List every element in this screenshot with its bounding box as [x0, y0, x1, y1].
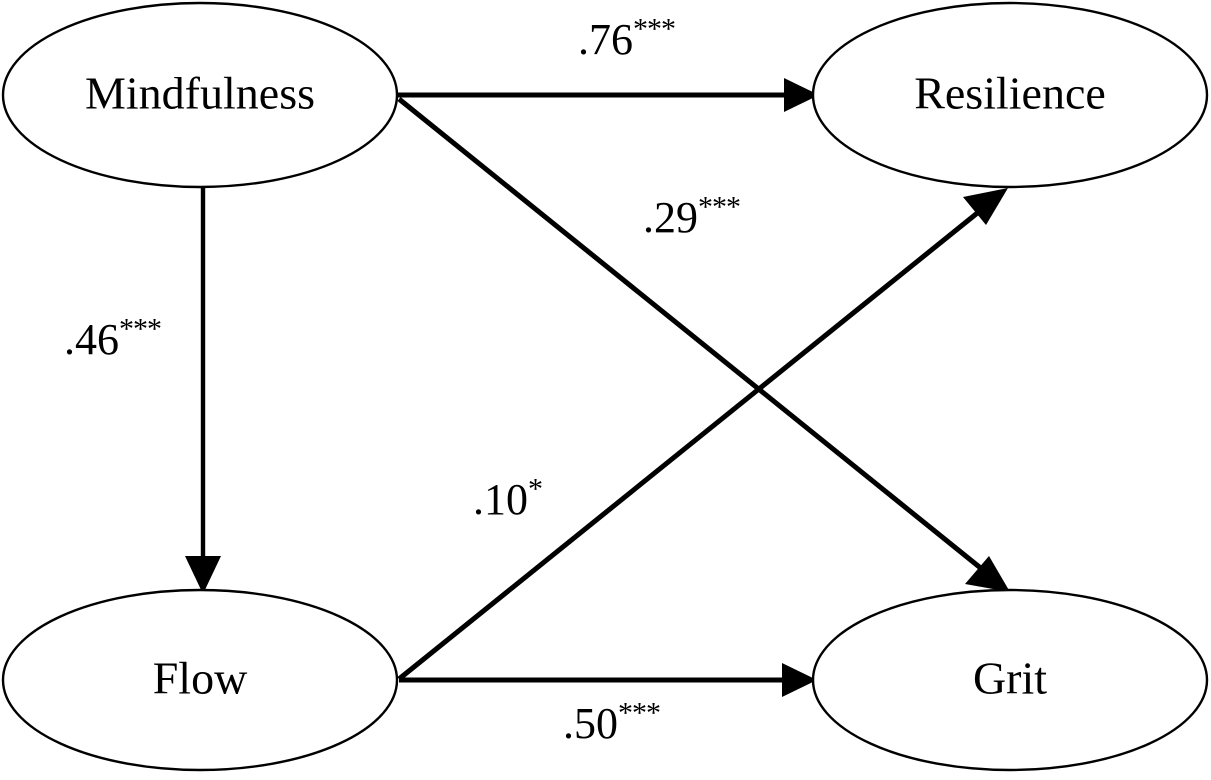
coefficient-label-flow-grit: .50*** — [563, 698, 661, 748]
path-mindfulness-to-grit — [397, 97, 1010, 592]
node-mindfulness[interactable]: Mindfulness — [1, 1, 399, 189]
node-ellipse-mindfulness[interactable] — [1, 1, 399, 189]
path-flow-to-resilience — [397, 188, 1008, 681]
node-grit[interactable]: Grit — [811, 588, 1209, 772]
node-flow[interactable]: Flow — [1, 588, 399, 772]
node-label-mindfulness: Mindfulness — [85, 68, 315, 119]
significance-stars-flow-grit: *** — [618, 696, 661, 730]
node-ellipse-flow[interactable] — [1, 588, 399, 772]
coefficient-value-flow-resilience: .10 — [473, 475, 528, 524]
arrow-head-resilience-bottom — [963, 188, 1008, 225]
arrow-head-resilience-left — [784, 78, 819, 112]
path-mindfulness-to-resilience — [397, 78, 819, 112]
path-line-mindfulness-grit — [397, 97, 995, 580]
significance-stars-mindfulness-resilience: *** — [633, 12, 676, 46]
node-label-flow: Flow — [153, 653, 248, 704]
arrow-head-grit-top — [965, 556, 1010, 592]
significance-stars-mindfulness-grit: *** — [698, 190, 741, 224]
coefficient-value-mindfulness-grit: .29 — [643, 193, 698, 242]
arrow-head-flow-top — [185, 556, 221, 594]
coefficient-value-mindfulness-flow: .46 — [64, 315, 119, 364]
coefficient-value-mindfulness-resilience: .76 — [578, 15, 633, 64]
arrow-head-grit-left — [782, 663, 817, 697]
node-label-grit: Grit — [973, 653, 1047, 704]
node-resilience[interactable]: Resilience — [811, 1, 1209, 189]
significance-stars-mindfulness-flow: *** — [119, 312, 162, 346]
path-mindfulness-to-flow — [185, 186, 221, 594]
coefficient-label-mindfulness-resilience: .76*** — [578, 14, 676, 64]
path-flow-to-grit — [399, 663, 817, 697]
coefficient-label-mindfulness-grit: .29*** — [643, 192, 741, 242]
significance-stars-flow-resilience: * — [528, 472, 543, 506]
node-ellipse-grit[interactable] — [811, 588, 1209, 772]
node-label-resilience: Resilience — [914, 68, 1106, 119]
coefficient-label-flow-resilience: .10* — [473, 474, 543, 524]
coefficient-value-flow-grit: .50 — [563, 699, 618, 748]
node-ellipse-resilience[interactable] — [811, 1, 1209, 189]
coefficient-label-mindfulness-flow: .46*** — [64, 314, 162, 364]
path-line-flow-resilience — [397, 200, 993, 681]
